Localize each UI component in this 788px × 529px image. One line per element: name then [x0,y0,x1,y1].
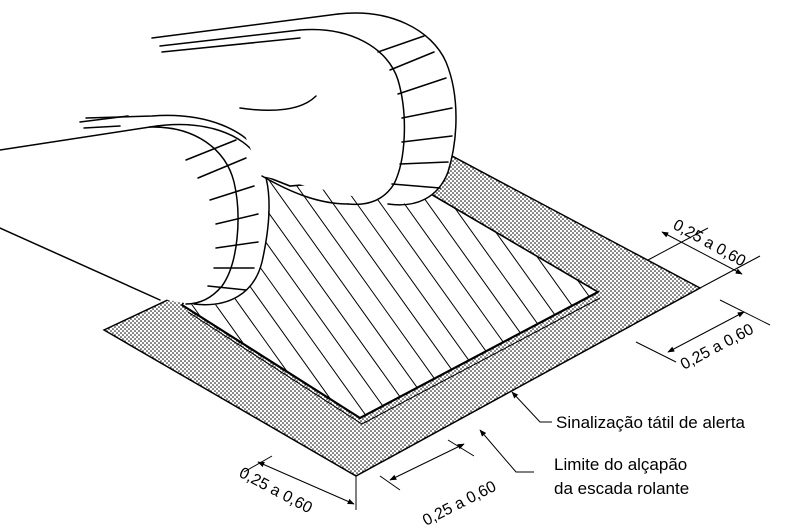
dimension-bottom-left-label: 0,25 a 0,60 [236,465,315,518]
dimension-right-lower [635,299,771,363]
label-trapdoor-limit-line2: da escada rolante [554,479,689,498]
dimension-right-upper [647,227,761,289]
dimension-bottom-left [243,455,357,510]
leader-tactile [511,391,552,423]
left-handrail [0,114,270,306]
label-tactile-alert: Sinalização tátil de alerta [556,413,746,432]
label-trapdoor-limit-line1: Limite do alçapão [554,455,687,474]
dimension-right-lower-label: 0,25 a 0,60 [678,321,757,374]
leader-trapdoor-limit [479,429,534,473]
right-handrail [151,10,457,206]
dimension-right-upper-label: 0,25 a 0,60 [670,217,748,271]
dimension-bottom-right [379,439,475,491]
dimension-bottom-right-label: 0,25 a 0,60 [420,478,499,529]
